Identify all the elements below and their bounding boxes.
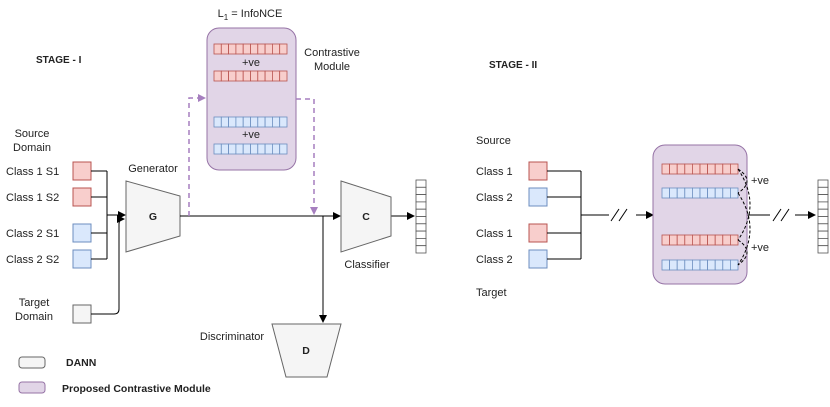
- positive-pair-label: +ve: [751, 242, 769, 254]
- input-box-class1-s1: [72, 161, 92, 181]
- loss-label: L1 = InfoNCE: [218, 8, 283, 22]
- contrastive-module-label-line2: Module: [314, 61, 350, 73]
- input-label: Class 1: [476, 228, 513, 240]
- input-box-class2: [528, 249, 548, 269]
- discriminator-letter: D: [302, 345, 310, 357]
- classifier-label: Classifier: [344, 259, 390, 271]
- contrastive-module-stage2: [652, 144, 748, 285]
- legend-swatch-contrastive: [18, 381, 46, 394]
- break-marks: [610, 208, 790, 222]
- positive-pair-label: +ve: [242, 129, 260, 141]
- feature-vector-blue: [661, 187, 739, 199]
- classifier-block: [340, 180, 392, 253]
- target-domain-label-line2: Domain: [15, 311, 53, 323]
- input-box-class1: [528, 223, 548, 243]
- feature-vector-blue: [213, 116, 288, 128]
- legend-swatch-dann: [18, 356, 46, 369]
- generator-letter: G: [149, 211, 157, 223]
- feature-vector-red: [213, 43, 288, 55]
- stage-2-title: STAGE - II: [489, 60, 537, 71]
- feature-vector-red: [661, 234, 739, 246]
- target-input-box: [72, 304, 92, 324]
- target-label: Target: [476, 287, 507, 299]
- output-cells: [415, 179, 427, 254]
- stage-1-title: STAGE - I: [36, 55, 82, 66]
- feature-flow: [180, 212, 415, 323]
- discriminator-label: Discriminator: [200, 331, 265, 343]
- input-box-class2: [528, 187, 548, 207]
- legend-label-contrastive: Proposed Contrastive Module: [62, 383, 211, 395]
- input-label: Class 2: [476, 254, 513, 266]
- stage1-feature-vectors: [213, 43, 288, 155]
- input-box-class1: [528, 161, 548, 181]
- feature-vector-blue: [661, 259, 739, 271]
- input-box-class2-s2: [72, 249, 92, 269]
- feature-vector-red: [661, 163, 739, 175]
- input-label: Class 2 S1: [6, 228, 59, 240]
- generator-block: [125, 180, 181, 253]
- output-cells: [817, 179, 829, 254]
- positive-pair-arcs: [737, 168, 751, 266]
- discriminator-block: [271, 323, 342, 378]
- input-label: Class 2 S2: [6, 254, 59, 266]
- feature-vector-red: [213, 70, 288, 82]
- input-box-class1-s2: [72, 187, 92, 207]
- stage2-connectors: [547, 170, 816, 260]
- classifier-output-vector: [415, 179, 427, 254]
- input-box-class2-s1: [72, 223, 92, 243]
- source-domain-label: Source: [15, 128, 50, 140]
- source-domain-label-line2: Domain: [13, 142, 51, 154]
- input-label: Class 1 S2: [6, 192, 59, 204]
- stage2-feature-vectors: [661, 163, 739, 271]
- input-label: Class 2: [476, 192, 513, 204]
- legend-label-dann: DANN: [66, 357, 96, 369]
- contrastive-connectors: [188, 94, 318, 216]
- classifier-letter: C: [362, 211, 370, 223]
- input-label: Class 1 S1: [6, 166, 59, 178]
- target-domain-label: Target: [19, 297, 50, 309]
- generator-label: Generator: [128, 163, 178, 175]
- contrastive-module-label: Contrastive: [304, 47, 360, 59]
- input-label: Class 1: [476, 166, 513, 178]
- positive-pair-label: +ve: [242, 57, 260, 69]
- stage2-output-vector: [817, 179, 829, 254]
- positive-pair-label: +ve: [751, 175, 769, 187]
- feature-vector-blue: [213, 143, 288, 155]
- source-connectors: [91, 170, 126, 315]
- source-label: Source: [476, 135, 511, 147]
